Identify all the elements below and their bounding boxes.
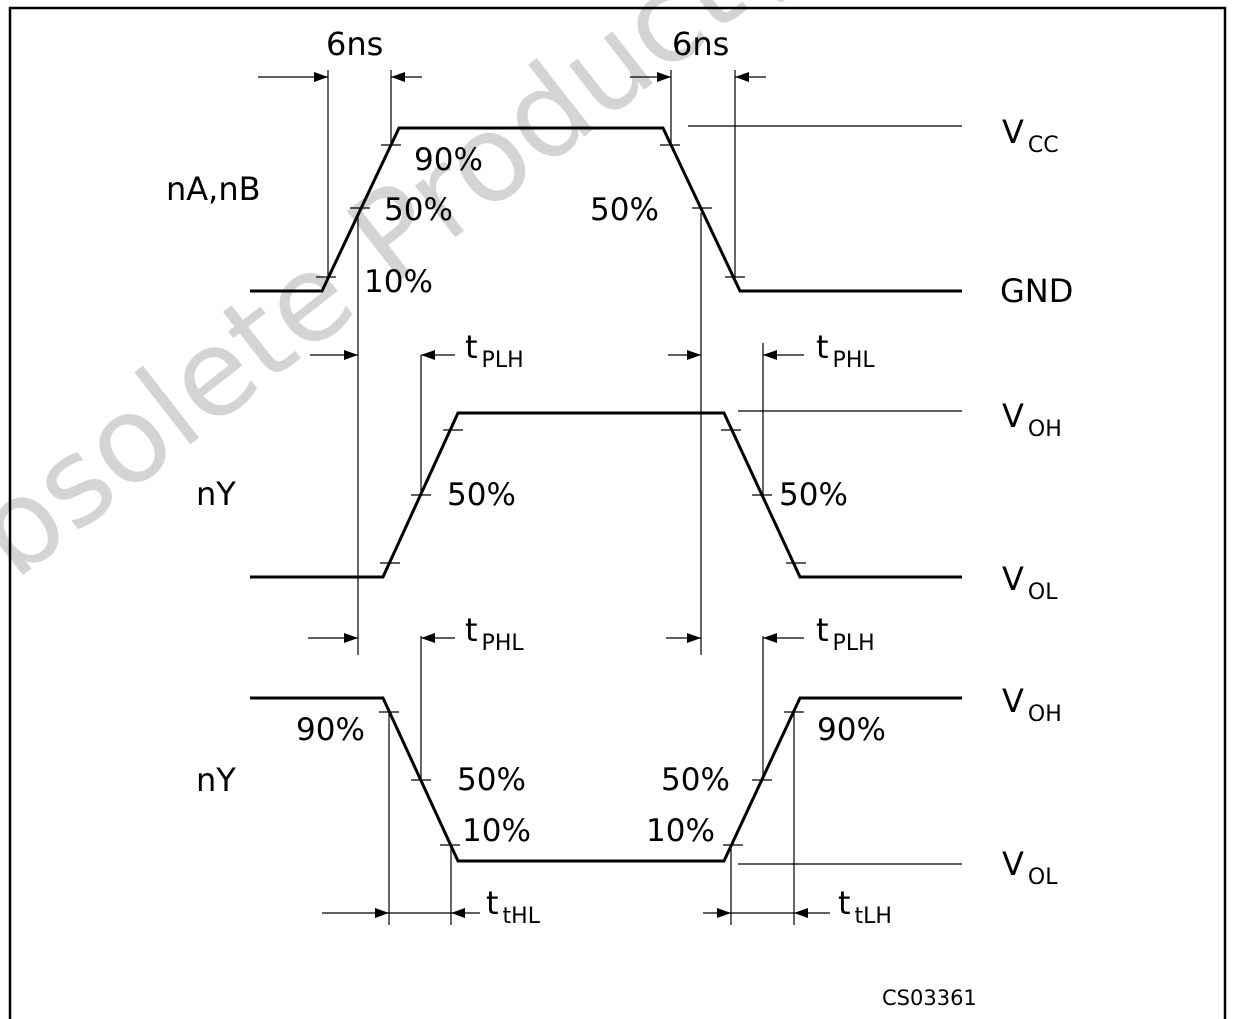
output2-50-percent-right: 50% bbox=[661, 762, 730, 798]
arrow-left bbox=[391, 72, 405, 82]
figure-code: CS03361 bbox=[882, 986, 977, 1010]
gnd-label: GND bbox=[1000, 272, 1073, 310]
arrow-left bbox=[794, 908, 808, 918]
output1-waveform bbox=[250, 411, 962, 579]
arrow-right bbox=[687, 633, 701, 643]
arrow-left bbox=[763, 633, 777, 643]
input-signal-label: nA,nB bbox=[166, 170, 261, 208]
input-50-percent-fall: 50% bbox=[590, 192, 659, 228]
arrow-right bbox=[687, 350, 701, 360]
arrow-right bbox=[344, 633, 358, 643]
output1-50-percent-rise: 50% bbox=[447, 477, 516, 513]
output1-50-percent-fall: 50% bbox=[779, 477, 848, 513]
arrow-right bbox=[717, 908, 731, 918]
arrow-left bbox=[763, 350, 777, 360]
arrow-left bbox=[451, 908, 465, 918]
output2-waveform bbox=[250, 696, 962, 863]
arrow-left bbox=[735, 72, 749, 82]
arrow-right bbox=[375, 908, 389, 918]
arrow-right bbox=[344, 350, 358, 360]
input-90-percent: 90% bbox=[414, 142, 483, 178]
input-50-percent-rise: 50% bbox=[384, 192, 453, 228]
input-10-percent: 10% bbox=[364, 264, 433, 300]
output2-10-percent-right: 10% bbox=[646, 813, 715, 849]
arrow-left bbox=[421, 350, 435, 360]
output2-90-percent-left: 90% bbox=[296, 712, 365, 748]
output2-50-percent-left: 50% bbox=[457, 762, 526, 798]
output1-signal-label: nY bbox=[196, 475, 236, 513]
output2-10-percent-left: 10% bbox=[462, 813, 531, 849]
arrow-right bbox=[657, 72, 671, 82]
output2-signal-label: nY bbox=[196, 761, 236, 799]
rise-time-6ns: 6ns bbox=[326, 25, 383, 63]
obsolete-watermark: Obsolete Product(s) - Obsolete Product(s… bbox=[0, 0, 1234, 663]
output2-90-percent-right: 90% bbox=[817, 712, 886, 748]
fall-time-6ns: 6ns bbox=[672, 25, 729, 63]
figure-frame bbox=[8, 6, 1227, 1019]
arrow-left bbox=[421, 633, 435, 643]
arrow-right bbox=[314, 72, 328, 82]
input-waveform bbox=[250, 126, 962, 293]
